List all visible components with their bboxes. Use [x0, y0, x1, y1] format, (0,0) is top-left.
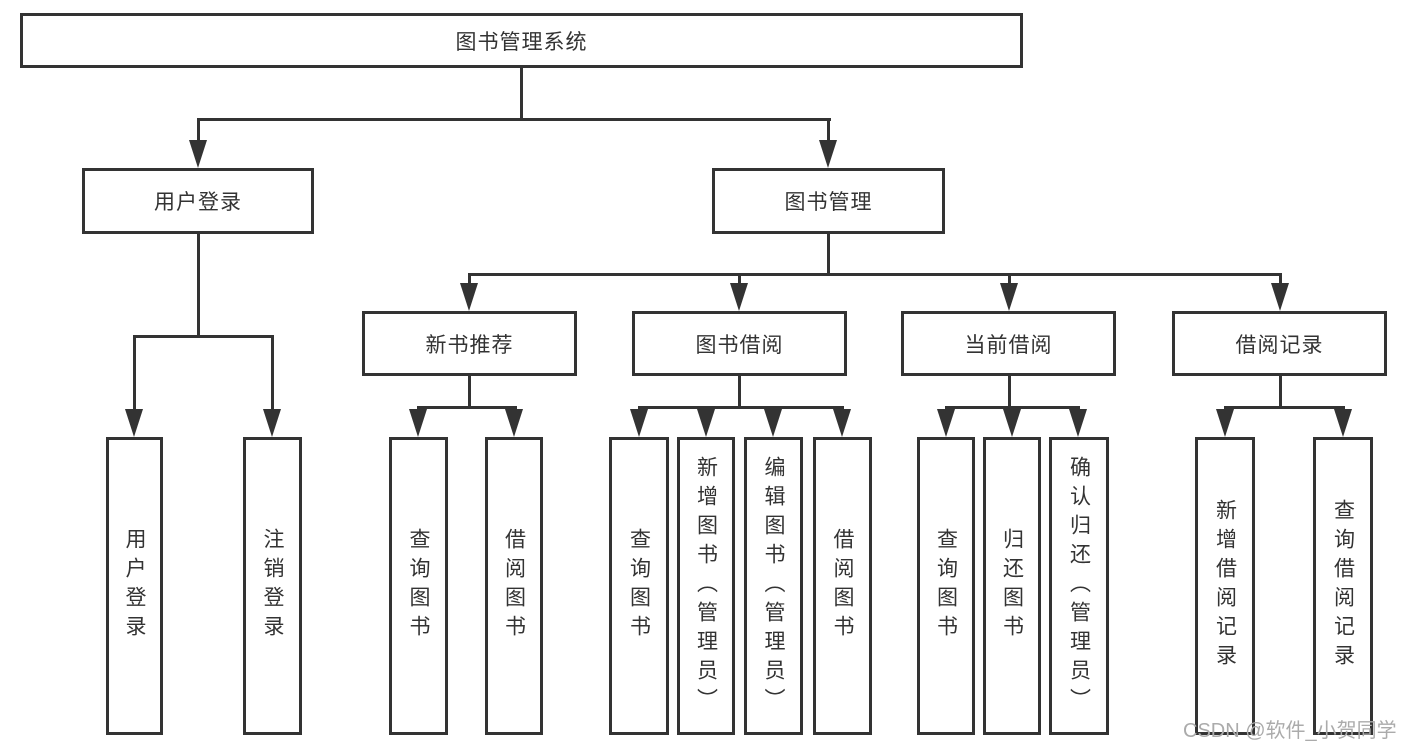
edge-user-login-drop	[197, 233, 200, 338]
arrowhead-current-borrow	[1000, 283, 1018, 311]
node-new-book-rec-label: 新书推荐	[425, 333, 514, 357]
leaf-confirm-return-admin: 确认归还（管理员）	[1049, 437, 1109, 735]
arrowhead-borrow-book-b	[833, 409, 851, 437]
leaf-query-book-a-label: 查询图书	[407, 528, 430, 644]
edge-to-new-book	[468, 273, 471, 286]
leaf-edit-book-admin: 编辑图书（管理员）	[744, 437, 803, 735]
arrowhead-add-book	[697, 409, 715, 437]
arrowhead-new-book	[460, 283, 478, 311]
leaf-query-book-b-label: 查询图书	[627, 528, 651, 644]
edge-new-book-split	[417, 406, 517, 409]
arrowhead-confirm-return	[1069, 409, 1087, 437]
edge-new-book-drop	[468, 376, 471, 409]
edge-root-drop	[520, 68, 523, 121]
edge-to-current-borrow	[1008, 273, 1011, 286]
edge-to-borrow-records	[1279, 273, 1282, 286]
leaf-logout-label: 注销登录	[261, 528, 284, 644]
arrowhead-book-borrow	[730, 283, 748, 311]
edge-current-borrow-drop	[1008, 376, 1011, 409]
node-book-mgmt: 图书管理	[712, 168, 945, 234]
edge-borrow-records-drop	[1279, 376, 1282, 409]
node-user-login: 用户登录	[82, 168, 314, 234]
edge-level3-split	[468, 273, 1281, 276]
node-book-borrow: 图书借阅	[632, 311, 847, 376]
leaf-borrow-book-b-label: 借阅图书	[831, 528, 854, 644]
node-book-mgmt-label: 图书管理	[784, 191, 873, 214]
arrowhead-leaf-logout	[263, 409, 281, 437]
leaf-add-borrow-record: 新增借阅记录	[1195, 437, 1255, 735]
edge-book-borrow-split	[638, 406, 844, 409]
leaf-user-login: 用户登录	[106, 437, 163, 735]
arrowhead-leaf-user-login	[125, 409, 143, 437]
leaf-query-book-c-label: 查询图书	[934, 528, 958, 644]
edge-borrow-records-split	[1224, 406, 1345, 409]
edge-level2-split	[197, 118, 831, 121]
edge-to-book-mgmt	[827, 118, 830, 150]
leaf-confirm-return-admin-label: 确认归还（管理员）	[1067, 455, 1091, 717]
edge-current-borrow-split	[945, 406, 1080, 409]
edge-to-leaf-logout	[271, 335, 274, 415]
node-new-book-rec: 新书推荐	[362, 311, 577, 376]
node-current-borrow-label: 当前借阅	[964, 333, 1053, 357]
arrowhead-add-record	[1216, 409, 1234, 437]
arrowhead-user-login	[189, 140, 207, 168]
edge-book-mgmt-drop	[827, 234, 830, 276]
edge-to-leaf-user-login	[133, 335, 136, 415]
csdn-watermark: CSDN @软件_小贺同学	[1183, 720, 1397, 742]
edge-to-user-login	[197, 118, 200, 150]
arrowhead-borrow-book-a	[505, 409, 523, 437]
leaf-borrow-book-a: 借阅图书	[485, 437, 543, 735]
leaf-query-borrow-record-label: 查询借阅记录	[1331, 499, 1355, 673]
leaf-borrow-book-b: 借阅图书	[813, 437, 872, 735]
node-user-login-label: 用户登录	[154, 191, 242, 214]
edge-user-login-split	[133, 335, 274, 338]
leaf-query-book-b: 查询图书	[609, 437, 669, 735]
leaf-edit-book-admin-label: 编辑图书（管理员）	[762, 455, 785, 717]
arrowhead-return-book	[1003, 409, 1021, 437]
edge-to-book-borrow	[738, 273, 741, 286]
leaf-add-book-admin-label: 新增图书（管理员）	[694, 455, 718, 717]
node-borrow-records: 借阅记录	[1172, 311, 1387, 376]
arrowhead-book-mgmt	[819, 140, 837, 168]
edge-book-borrow-drop	[738, 376, 741, 409]
node-book-borrow-label: 图书借阅	[695, 333, 784, 357]
node-borrow-records-label: 借阅记录	[1235, 333, 1324, 357]
arrowhead-query-book-a	[409, 409, 427, 437]
arrowhead-query-book-b	[630, 409, 648, 437]
leaf-return-book: 归还图书	[983, 437, 1041, 735]
leaf-return-book-label: 归还图书	[1000, 528, 1024, 644]
arrowhead-query-record	[1334, 409, 1352, 437]
leaf-user-login-label: 用户登录	[123, 528, 146, 644]
node-root: 图书管理系统	[20, 13, 1023, 68]
leaf-logout: 注销登录	[243, 437, 302, 735]
node-current-borrow: 当前借阅	[901, 311, 1116, 376]
arrowhead-edit-book	[764, 409, 782, 437]
leaf-query-borrow-record: 查询借阅记录	[1313, 437, 1373, 735]
leaf-borrow-book-a-label: 借阅图书	[502, 528, 526, 644]
arrowhead-query-book-c	[937, 409, 955, 437]
node-root-label: 图书管理系统	[455, 30, 588, 54]
leaf-query-book-c: 查询图书	[917, 437, 975, 735]
leaf-add-borrow-record-label: 新增借阅记录	[1213, 499, 1237, 673]
arrowhead-borrow-records	[1271, 283, 1289, 311]
leaf-add-book-admin: 新增图书（管理员）	[677, 437, 735, 735]
leaf-query-book-a: 查询图书	[389, 437, 448, 735]
